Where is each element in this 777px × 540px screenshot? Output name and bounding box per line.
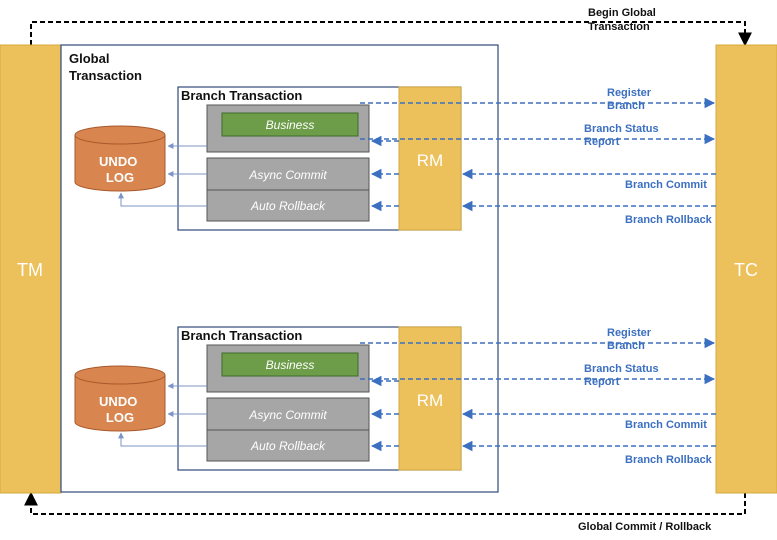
branch-label-2: Branch Transaction [181, 328, 302, 343]
global-end-path [24, 491, 746, 515]
async-commit-box-2 [206, 397, 370, 431]
undo-log-2: UNDO LOG [74, 365, 166, 432]
branch-status-label-2: Branch Status Report [584, 363, 662, 388]
branch-commit-label-1: Branch Commit [625, 179, 707, 191]
tm-label: TM [17, 260, 43, 280]
global-transaction-label: Global Transaction [69, 51, 142, 83]
branch-rollback-label-1: Branch Rollback [625, 214, 713, 226]
rollback-to-undo-2 [118, 432, 207, 447]
undo-log-label-1: UNDO LOG [99, 154, 141, 185]
branch-group-2: Branch Transaction Business Async Commit… [74, 326, 716, 471]
auto-rollback-box-2 [206, 429, 370, 462]
rollback-to-undo-1 [118, 192, 207, 207]
branch-status-label-1: Branch Status Report [584, 123, 662, 148]
tc-label: TC [734, 260, 758, 280]
register-branch-label-1: Register Branch [607, 87, 654, 112]
tm-bar [0, 44, 62, 494]
global-transaction-box [60, 44, 499, 493]
begin-global-path [30, 21, 752, 47]
branch-label-1: Branch Transaction [181, 88, 302, 103]
rm-label-2: RM [417, 391, 443, 410]
global-end-label: Global Commit / Rollback [578, 521, 712, 533]
async-commit-box-1 [206, 157, 370, 191]
business-box-1 [221, 112, 359, 137]
begin-global-label: Begin Global Transaction [588, 7, 659, 33]
auto-rollback-label-1: Auto Rollback [250, 199, 326, 213]
async-commit-label-2: Async Commit [248, 408, 327, 422]
branch-commit-label-2: Branch Commit [625, 419, 707, 431]
business-label-1: Business [266, 118, 315, 132]
rm-box-1 [398, 86, 462, 231]
undo-log-1: UNDO LOG [74, 125, 166, 192]
rm-box-2 [398, 326, 462, 471]
register-branch-label-2: Register Branch [607, 327, 654, 352]
auto-rollback-box-1 [206, 189, 370, 222]
tc-bar [715, 44, 777, 494]
branch-rollback-label-2: Branch Rollback [625, 454, 713, 466]
branch-group-1: Branch Transaction Business Async Commit… [74, 86, 716, 231]
undo-log-label-2: UNDO LOG [99, 394, 141, 425]
async-commit-label-1: Async Commit [248, 168, 327, 182]
rm-label-1: RM [417, 151, 443, 170]
auto-rollback-label-2: Auto Rollback [250, 439, 326, 453]
business-label-2: Business [266, 358, 315, 372]
business-box-2 [221, 352, 359, 377]
